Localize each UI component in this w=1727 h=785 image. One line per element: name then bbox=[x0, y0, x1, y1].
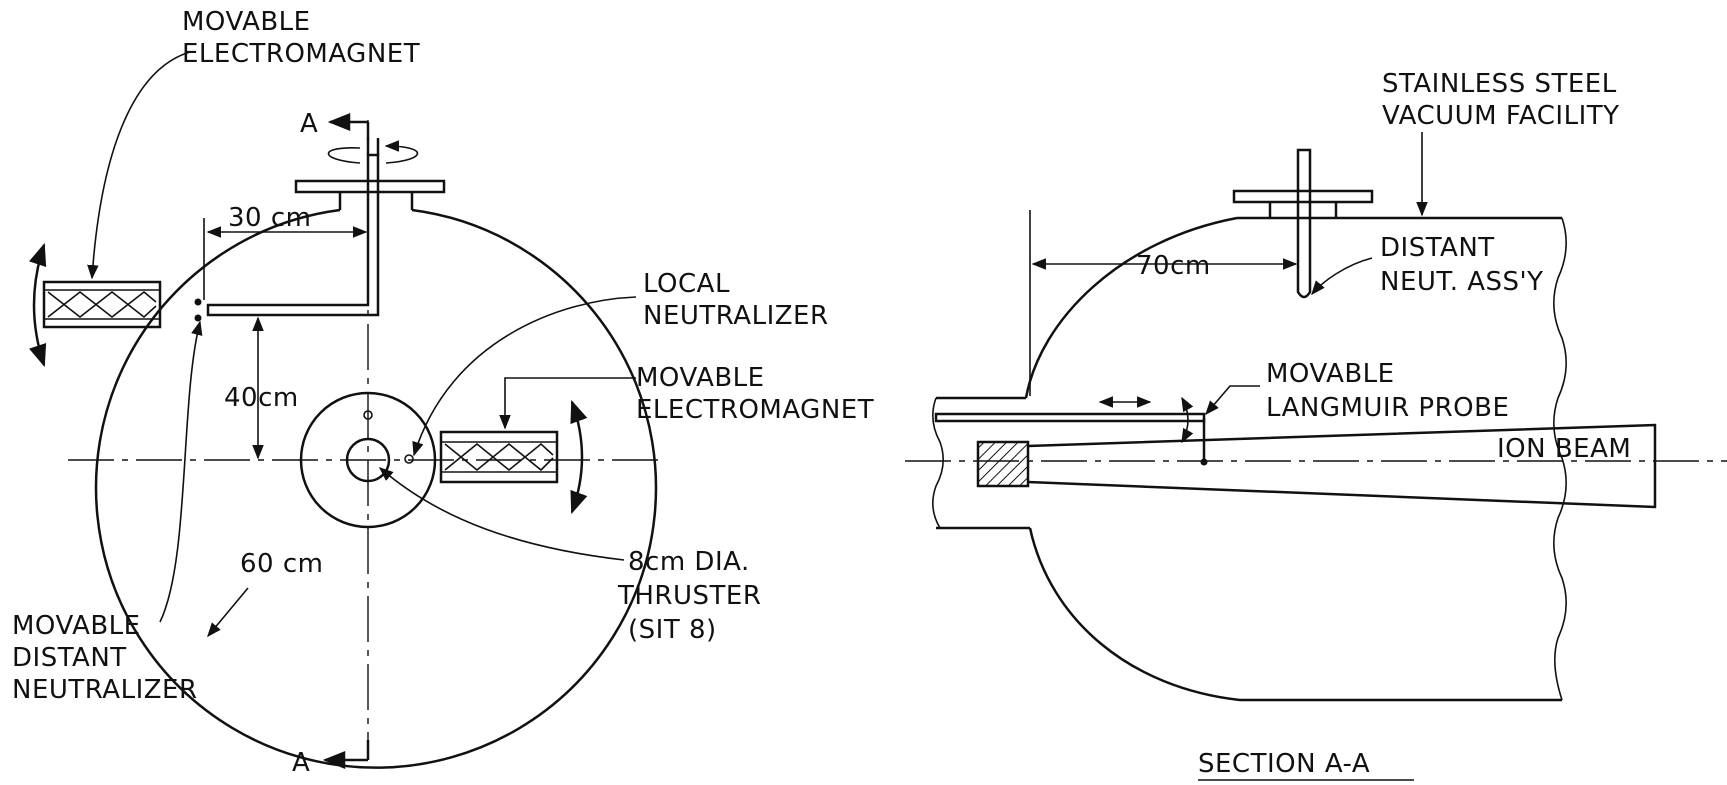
leader-langmuir-probe bbox=[1205, 385, 1260, 416]
thruster-block bbox=[976, 440, 1030, 488]
section-view: 70cm ION BEAM STAINLESS STEEL VACUUM FAC… bbox=[905, 69, 1727, 781]
label-thruster-3: (SIT 8) bbox=[628, 615, 717, 645]
label-langmuir-probe-1: MOVABLE bbox=[1266, 359, 1395, 389]
label-movable-electromagnet-top-2: ELECTROMAGNET bbox=[182, 39, 420, 69]
label-distant-neut-1: DISTANT bbox=[1380, 233, 1495, 263]
section-chamber-outline bbox=[1024, 216, 1562, 702]
left-electromagnet-icon bbox=[29, 242, 162, 368]
dim-40cm-label: 40cm bbox=[224, 383, 299, 413]
leader-distant-neutralizer bbox=[159, 320, 203, 623]
neutralizer-arm bbox=[206, 153, 380, 317]
label-ion-beam: ION BEAM bbox=[1497, 434, 1631, 464]
leader-movable-electromagnet-right bbox=[499, 377, 636, 430]
probe-swing-arrow-icon bbox=[1181, 396, 1194, 444]
label-distant-neutralizer-2: DISTANT bbox=[12, 643, 127, 673]
distant-neutralizer-dot-1 bbox=[194, 298, 202, 306]
leader-distant-neut bbox=[1311, 257, 1373, 296]
label-local-neutralizer-2: NEUTRALIZER bbox=[643, 301, 829, 331]
section-marker-top: A bbox=[300, 109, 318, 139]
label-movable-electromagnet-right-1: MOVABLE bbox=[636, 363, 765, 393]
label-dim-70cm: 70cm bbox=[1136, 251, 1211, 281]
label-dim-60cm: 60 cm bbox=[240, 549, 323, 579]
label-local-neutralizer-1: LOCAL bbox=[643, 269, 730, 299]
break-line-right bbox=[1553, 217, 1567, 701]
right-electromagnet-icon bbox=[439, 399, 588, 515]
section-top-flange bbox=[1232, 189, 1374, 204]
distant-neutralizer-assembly bbox=[1296, 148, 1312, 299]
dim-30cm-label: 30 cm bbox=[228, 203, 311, 233]
top-flange bbox=[294, 179, 446, 194]
section-marker-bottom: A bbox=[292, 748, 310, 778]
label-distant-neut-2: NEUT. ASS'Y bbox=[1380, 267, 1544, 297]
break-line-left bbox=[932, 397, 944, 529]
label-stainless-steel-1: STAINLESS STEEL bbox=[1382, 69, 1617, 99]
plan-view: A A 30 cm 40cm bbox=[12, 7, 874, 778]
local-neutralizer-icon bbox=[404, 454, 414, 464]
thruster-outer-circle bbox=[299, 391, 437, 529]
ion-beam bbox=[1027, 423, 1657, 509]
langmuir-probe-rod bbox=[934, 412, 1206, 423]
label-thruster-1: 8cm DIA. bbox=[628, 547, 750, 577]
leader-60cm bbox=[207, 587, 249, 638]
leader-thruster bbox=[378, 467, 625, 561]
leader-local-neutralizer bbox=[412, 296, 637, 457]
label-movable-electromagnet-top-1: MOVABLE bbox=[182, 7, 311, 37]
thruster-inner-circle bbox=[345, 437, 391, 483]
label-thruster-2: THRUSTER bbox=[617, 581, 761, 611]
leader-movable-electromagnet-top bbox=[87, 51, 191, 280]
thruster-marker-icon bbox=[363, 410, 373, 420]
distant-neutralizer-dot-2 bbox=[194, 314, 202, 322]
label-stainless-steel-2: VACUUM FACILITY bbox=[1382, 101, 1620, 131]
label-movable-electromagnet-right-2: ELECTROMAGNET bbox=[636, 395, 874, 425]
label-distant-neutralizer-1: MOVABLE bbox=[12, 611, 141, 641]
chamber-outline bbox=[94, 208, 658, 769]
rotation-arrow-icon bbox=[327, 146, 419, 164]
label-langmuir-probe-2: LANGMUIR PROBE bbox=[1266, 393, 1509, 423]
section-title: SECTION A-A bbox=[1198, 749, 1370, 779]
label-distant-neutralizer-3: NEUTRALIZER bbox=[12, 675, 198, 705]
